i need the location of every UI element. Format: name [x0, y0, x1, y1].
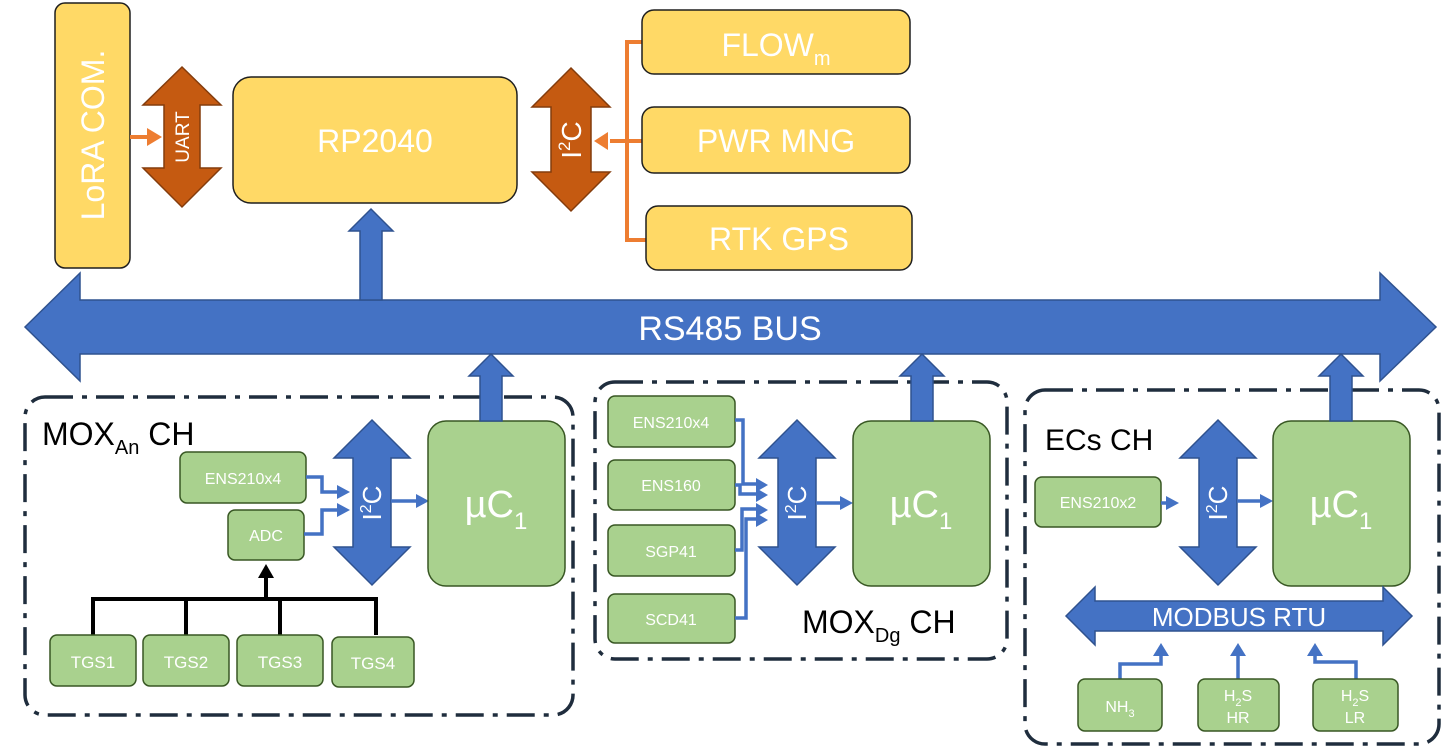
mox-an-adc-label: ADC — [249, 528, 283, 545]
h2s-hr-formula: H2S — [1224, 688, 1252, 709]
mox-dg-head-1 — [756, 478, 768, 492]
ecs-i2c-arrow — [1178, 418, 1258, 587]
uart-label: UART — [173, 111, 194, 163]
mox-dg-head-3 — [756, 503, 768, 517]
h2s-hr-box — [1197, 678, 1280, 732]
pwr-mng-box — [641, 106, 911, 174]
tgs1-box — [49, 634, 137, 687]
mox-dg-title: MOXDg CH — [802, 604, 956, 647]
mox-dg-ens210-label: ENS210x4 — [633, 415, 710, 432]
tgs4-label: TGS4 — [351, 654, 395, 673]
i2c-connector-head — [594, 132, 608, 150]
mox-an-i2c-uc-head — [416, 494, 429, 508]
flow-box — [641, 9, 911, 75]
i2c-main-label: I2C — [555, 121, 587, 158]
mox-dg-i2c-arrow — [757, 418, 837, 587]
i2c-main-arrow — [530, 66, 612, 213]
mox-dg-sgp41-label: SGP41 — [645, 544, 697, 561]
uart-arrow — [141, 65, 223, 209]
mox-dg-i2c-label: I2C — [782, 486, 812, 521]
tgs3-label: TGS3 — [258, 653, 302, 672]
mox-an-i2c-label: I2C — [357, 486, 387, 521]
mox-an-adc-connector — [304, 508, 340, 536]
mox-dg-uc-label: µC1 — [890, 484, 953, 535]
h2s-lr-box — [1312, 678, 1399, 732]
tgs2-label: TGS2 — [164, 653, 208, 672]
h2s-hr-range: HR — [1226, 710, 1249, 727]
uart-connector-head — [147, 128, 162, 146]
rtk-gps-label: RTK GPS — [709, 221, 849, 257]
rs485-bus-label: RS485 BUS — [638, 310, 821, 348]
tgs4-box — [331, 636, 415, 688]
nh3-connector-head — [1153, 643, 1169, 656]
h2s-hr-connector-head — [1230, 643, 1246, 656]
mox-an-frame — [23, 395, 575, 717]
h2s-lr-range: LR — [1345, 710, 1365, 727]
mox-an-uc-label: µC1 — [465, 484, 528, 535]
ecs-title: ECs CH — [1045, 424, 1153, 457]
mox-an-i2c-arrow — [332, 418, 412, 587]
tgs-bus-line — [91, 597, 378, 635]
nh3-label: NH3 — [1105, 699, 1134, 720]
mox-dg-bus-arrow — [898, 352, 946, 422]
mox-an-ens-connector-head — [337, 485, 350, 499]
ecs-uc-label: µC1 — [1310, 484, 1373, 535]
tgs-adc-arrowhead — [258, 564, 274, 578]
mox-dg-sgp41-connector — [735, 507, 758, 552]
mox-dg-head-4 — [756, 513, 768, 527]
mox-dg-ens160-connector — [735, 483, 758, 496]
lora-com-label: LoRA COM. — [75, 50, 111, 221]
mox-dg-frame — [593, 380, 1009, 661]
mox-an-ens210-label: ENS210x4 — [205, 471, 282, 488]
ecs-ens210-label: ENS210x2 — [1060, 495, 1137, 512]
h2s-lr-formula: H2S — [1341, 688, 1369, 709]
mox-an-title: MOXAn CH — [42, 416, 194, 459]
rtk-gps-box — [645, 205, 913, 271]
mox-dg-scd41-connector — [735, 517, 758, 620]
tgs2-box — [142, 634, 230, 687]
modbus-rtu-arrow — [1064, 585, 1414, 647]
ecs-i2c-uc-head — [1260, 494, 1273, 508]
flow-label: FLOWm — [721, 27, 830, 70]
mox-dg-ens210-connector — [735, 418, 758, 486]
tgs1-label: TGS1 — [71, 653, 115, 672]
ecs-bus-arrow — [1317, 352, 1365, 422]
nh3-connector — [1118, 654, 1163, 679]
ecs-ens210-head — [1166, 496, 1179, 510]
mox-dg-scd41-label: SCD41 — [645, 612, 697, 629]
ecs-i2c-label: I2C — [1203, 486, 1233, 521]
mox-an-ens-connector — [306, 475, 340, 494]
h2s-lr-connector — [1313, 654, 1358, 679]
ecs-frame — [1023, 388, 1441, 746]
modbus-rtu-label: MODBUS RTU — [1152, 602, 1326, 632]
mox-an-bus-arrow — [467, 352, 515, 422]
mox-dg-head-2 — [756, 488, 768, 502]
mox-dg-i2c-uc-head — [840, 496, 853, 510]
mox-dg-ens160-label: ENS160 — [641, 478, 701, 495]
nh3-box — [1077, 678, 1163, 732]
rp2040-box — [232, 76, 518, 204]
h2s-lr-connector-head — [1307, 643, 1323, 656]
rp2040-label: RP2040 — [317, 123, 433, 159]
tgs3-box — [236, 634, 324, 687]
mox-an-adc-connector-head — [337, 503, 350, 517]
rp2040-bus-arrow — [347, 207, 395, 301]
pwr-mng-label: PWR MNG — [697, 123, 855, 159]
